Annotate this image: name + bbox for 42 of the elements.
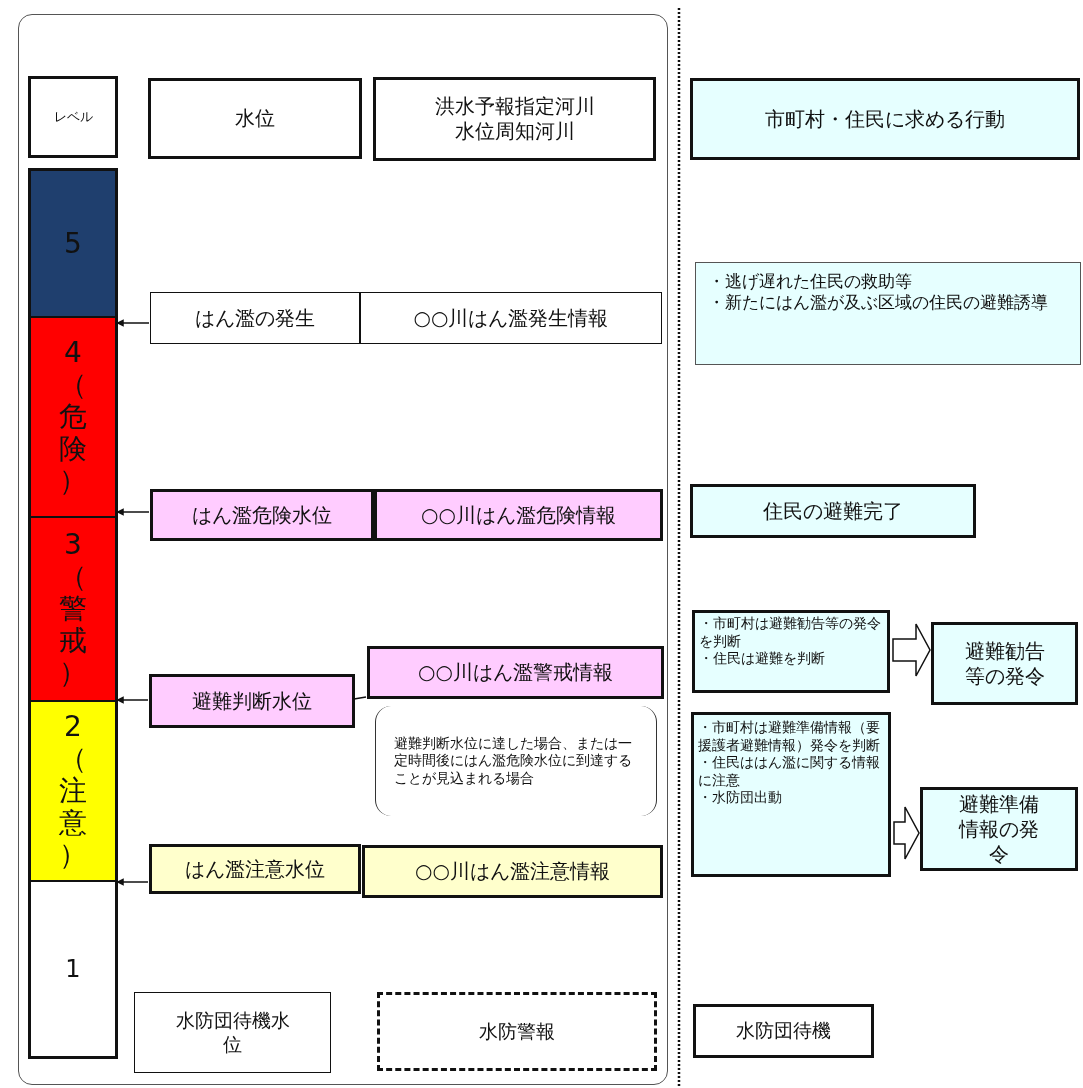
result-box: 避難勧告等の発令 [931,622,1078,705]
bullet-item: ・市町村は避難準備情報（要援護者避難情報）発令を判断 [698,719,881,754]
warning-box: 水防警報 [377,992,657,1071]
action-box [691,712,891,877]
level-bar: 5 [28,168,118,317]
forecast-box: ○○川はん濫警戒情報 [367,646,664,699]
block-arrow [893,806,920,860]
bullet-item: ・住民は避難を判断 [699,650,826,668]
bullet-item: ・逃げ遅れた住民の救助等 [708,271,913,293]
action-box [692,610,890,693]
header-box: 水位 [148,78,362,159]
header-box: 市町村・住民に求める行動 [690,78,1080,160]
arrow [116,696,149,704]
header-box: 洪水予報指定河川水位周知河川 [373,77,656,161]
result-box: 避難準備情報の発令 [920,787,1078,871]
level-bar: 3（警戒） [28,517,118,701]
bullet-item: ・水防団出動 [698,789,783,807]
level-bar: 1 [28,881,118,1059]
arrow [116,508,150,516]
water-level-box: はん濫の発生 [150,292,360,344]
water-level-box: 水防団待機水位 [134,992,331,1073]
arrow [116,319,150,327]
bullet-item: ・住民ははん濫に関する情報に注意 [698,754,881,789]
panel-frame [18,14,668,1085]
forecast-box: ○○川はん濫発生情報 [360,292,662,344]
action-box: 水防団待機 [693,1004,874,1058]
action-box [695,262,1081,365]
connector-line [353,696,367,700]
arrow [116,878,149,886]
bullet-item: ・新たにはん濫が及ぶ区域の住民の避難誘導 [708,292,1049,314]
bullet-item: ・市町村は避難勧告等の発令を判断 [699,615,882,650]
water-level-box: はん濫危険水位 [150,489,374,541]
block-arrow [892,623,931,677]
action-box: 住民の避難完了 [690,484,976,538]
level-bar: 4（危険） [28,317,118,517]
header-box: レベル [28,76,118,158]
level-bar: 2（注意） [28,701,118,881]
water-level-box: はん濫注意水位 [149,844,361,894]
bracket-note: 避難判断水位に達した場合、または一定時間後にはん濫危険水位に到達することが見込まれる場合 [375,706,657,816]
forecast-box: ○○川はん濫注意情報 [362,845,663,898]
forecast-box: ○○川はん濫危険情報 [374,489,663,541]
water-level-box: 避難判断水位 [149,674,355,728]
